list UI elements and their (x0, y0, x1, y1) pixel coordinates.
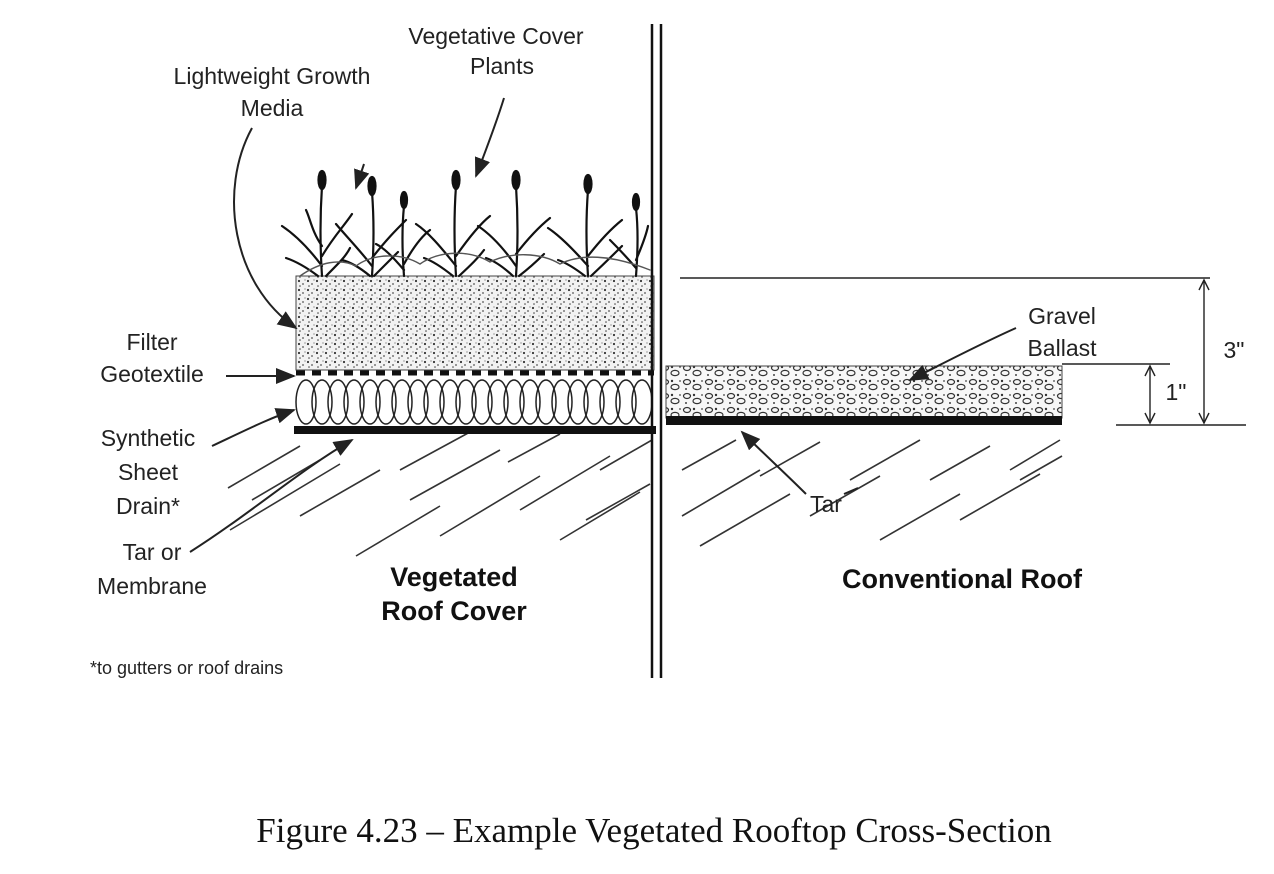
section-titles: Vegetated Roof Cover Conventional Roof (381, 562, 1083, 626)
drain-loops (295, 379, 653, 425)
gravel-ballast-label: Gravel (1028, 303, 1096, 329)
vegetative-cover-leader-2 (354, 163, 370, 190)
dimension-3in-label: 3" (1224, 337, 1245, 363)
tar-leader (740, 430, 807, 495)
gravel-ballast-layer (665, 365, 1063, 419)
membrane-label-2: Membrane (97, 573, 207, 599)
tar-leader-tail (843, 487, 859, 495)
section-divider (650, 24, 663, 678)
filter-geotextile-label: Filter (126, 329, 177, 355)
callout-labels: Vegetative Cover Plants Lightweight Grow… (97, 23, 1244, 599)
membrane-leader (189, 439, 354, 553)
conventional-section-title: Conventional Roof (842, 564, 1083, 594)
tar-membrane-layer (294, 426, 656, 434)
growth-media-layer (295, 275, 655, 371)
gravel-ballast-leader (908, 327, 1017, 381)
vegetative-cover-leader (474, 97, 505, 178)
synthetic-drain-label: Synthetic (101, 425, 196, 451)
tar-label: Tar (810, 491, 842, 517)
vegetated-roof-layers (294, 275, 656, 434)
membrane-label: Tar or (123, 539, 182, 565)
conventional-roof-layers (665, 365, 1063, 425)
growth-media-leader (233, 127, 298, 330)
synthetic-drain-leader (211, 408, 296, 447)
vegetation-plants (280, 169, 651, 278)
roof-deck-hatching (227, 431, 1063, 557)
synthetic-drain-label-3: Drain* (116, 493, 180, 519)
dimension-1in-label: 1" (1166, 379, 1187, 405)
footnote: *to gutters or roof drains (90, 658, 283, 678)
synthetic-drain-label-2: Sheet (118, 459, 179, 485)
dimension-lines (680, 277, 1246, 426)
figure-caption: Figure 4.23 – Example Vegetated Rooftop … (256, 811, 1051, 850)
filter-geotextile-label-2: Geotextile (100, 361, 204, 387)
vegetated-section-title-2: Roof Cover (381, 596, 527, 626)
vegetative-cover-label-2: Plants (470, 53, 534, 79)
growth-media-label: Lightweight Growth (174, 63, 371, 89)
leader-lines (189, 97, 1017, 553)
gravel-ballast-label-2: Ballast (1027, 335, 1097, 361)
tar-layer (666, 416, 1062, 425)
vegetative-cover-label: Vegetative Cover (408, 23, 584, 49)
vegetated-section-title: Vegetated (390, 562, 518, 592)
growth-media-label-2: Media (241, 95, 304, 121)
